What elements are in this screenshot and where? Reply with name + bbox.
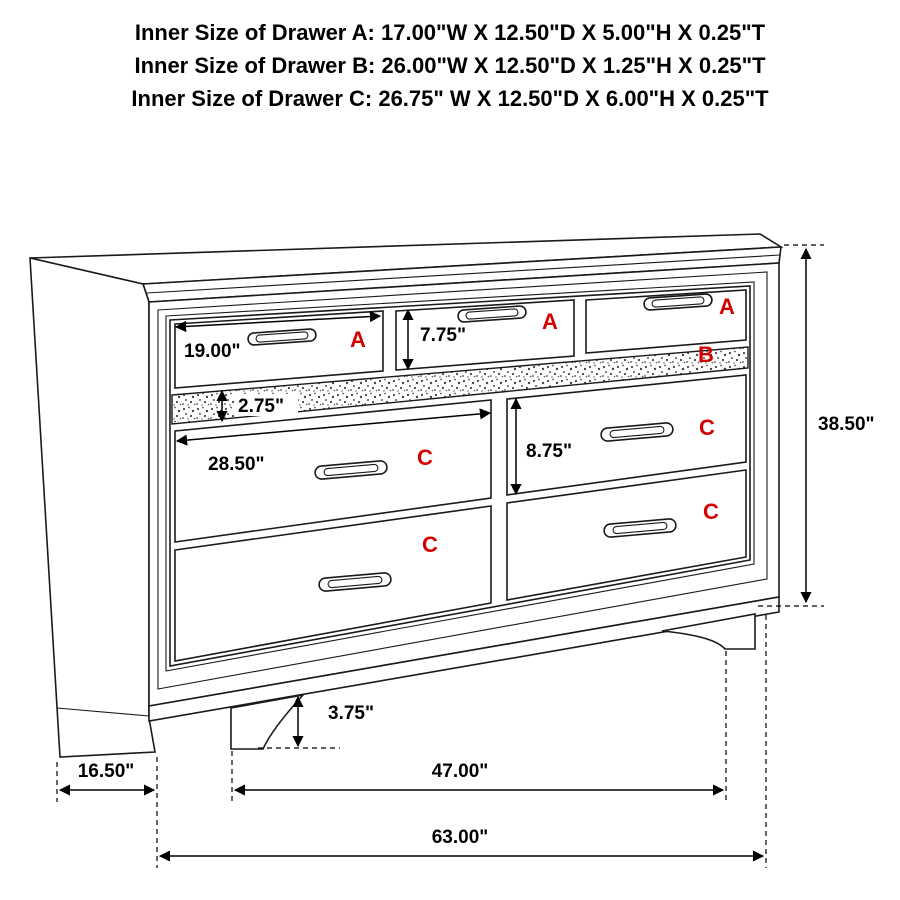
drawer-handles <box>247 293 713 592</box>
dim-drawer-a-width-label: 19.00" <box>184 341 241 362</box>
handle-c1-icon <box>314 460 388 480</box>
drawer-b-jewelry-front <box>171 346 749 425</box>
dim-drawer-b-height-label: 2.75" <box>238 396 284 417</box>
drawer-label-a3: A <box>719 294 735 319</box>
drawer-recess-inner <box>169 285 751 667</box>
drawer-label-c4: C <box>703 499 719 524</box>
drawer-b-inner-size: Inner Size of Drawer B: 26.00"W X 12.50"… <box>134 53 766 78</box>
dim-drawer-c-width-label: 28.50" <box>208 454 265 475</box>
front-right-foot <box>661 613 756 650</box>
dimension-arrows <box>58 247 812 862</box>
dimension-labels: 19.00" 7.75" 2.75" 28.50" 8.75" 38.50" 3… <box>78 325 875 848</box>
handle-c2-icon <box>600 422 674 442</box>
handle-c4-icon <box>603 518 677 538</box>
drawer-c-inner-size: Inner Size of Drawer C: 26.75" W X 12.50… <box>131 86 769 111</box>
drawer-letter-labels: A A A B C C C C <box>350 294 735 557</box>
drawer-label-b: B <box>698 342 714 367</box>
base-rail <box>148 596 780 722</box>
drawer-label-c2: C <box>699 415 715 440</box>
front-frame-bevel <box>157 271 768 690</box>
drawer-label-a2: A <box>542 309 558 334</box>
drawer-label-c1: C <box>417 445 433 470</box>
dim-drawer-a-width-arrow <box>174 310 382 333</box>
left-side-panel <box>29 256 156 758</box>
dim-drawer-c-width-arrow <box>175 408 492 446</box>
drawer-c3-front <box>174 505 492 662</box>
dim-drawer-b-height-label-bg <box>234 394 298 416</box>
drawer-a-inner-size: Inner Size of Drawer A: 17.00"W X 12.50"… <box>134 20 766 45</box>
extension-lines <box>56 244 824 868</box>
dim-depth-label: 16.50" <box>78 761 135 782</box>
drawer-c2-front <box>506 374 747 496</box>
dim-overall-width-label: 63.00" <box>432 827 489 848</box>
drawer-a2-front <box>395 299 575 371</box>
top-edge-line <box>146 254 781 294</box>
left-side-foot-line <box>56 707 150 717</box>
dim-foot-height-label: 3.75" <box>328 703 374 724</box>
drawer-label-a1: A <box>350 327 366 352</box>
handle-c3-icon <box>318 572 392 592</box>
dim-drawer-a-height-label: 7.75" <box>420 325 466 346</box>
drawer-recess-outer <box>165 281 755 672</box>
dim-drawer-c-height-label: 8.75" <box>526 441 572 462</box>
dim-overall-height-label: 38.50" <box>818 414 875 435</box>
dim-feet-span-label: 47.00" <box>432 761 489 782</box>
handle-a3-icon <box>643 293 713 311</box>
drawer-size-header: Inner Size of Drawer A: 17.00"W X 12.50"… <box>0 16 900 115</box>
drawer-label-c3: C <box>422 532 438 557</box>
handle-a2-icon <box>457 305 527 323</box>
